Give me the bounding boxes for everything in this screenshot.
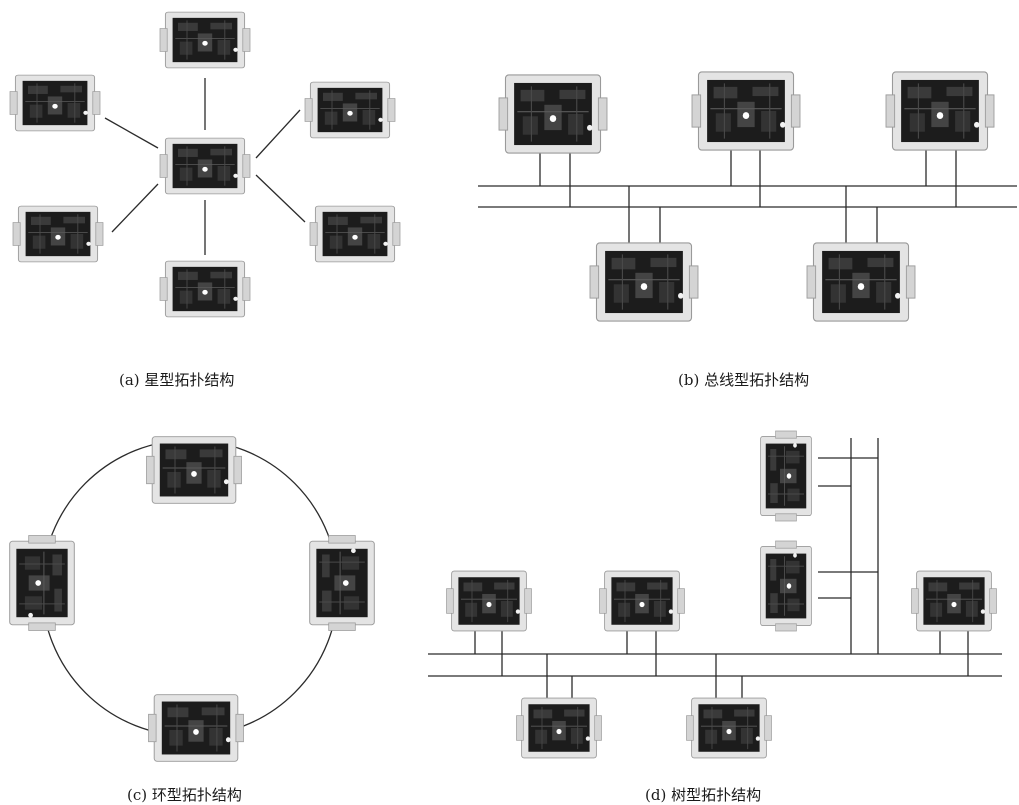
star-device-lower-left	[13, 206, 103, 262]
tree-topology	[428, 438, 1002, 698]
tree-device-5	[687, 698, 772, 758]
bus-device-5	[807, 243, 915, 321]
star-link-upper-right	[256, 110, 300, 158]
star-device-upper-right	[305, 82, 395, 138]
star-device-bottom	[160, 261, 250, 317]
star-device-hub	[160, 138, 250, 194]
ring-device-top	[147, 437, 242, 504]
bus-topology	[478, 150, 1017, 243]
bus-device-1	[499, 75, 607, 153]
tree-device-4	[517, 698, 602, 758]
star-link-upper-left	[105, 118, 158, 148]
caption-star: (a) 星型拓扑结构	[119, 369, 234, 390]
ring-device-right	[310, 536, 375, 631]
star-link-lower-right	[256, 175, 305, 222]
tree-device-1	[447, 571, 532, 631]
ring-device-bottom	[149, 695, 244, 762]
star-device-top	[160, 12, 250, 68]
tree-device-trunk-upper	[761, 431, 812, 521]
tree-device-trunk-lower	[761, 541, 812, 631]
bus-device-2	[692, 72, 800, 150]
tree-device-3	[912, 571, 997, 631]
star-device-upper-left	[10, 75, 100, 131]
caption-ring: (c) 环型拓扑结构	[127, 784, 242, 805]
bus-device-3	[886, 72, 994, 150]
ring-device-left	[10, 536, 75, 631]
caption-bus: (b) 总线型拓扑结构	[678, 369, 809, 390]
star-device-lower-right	[310, 206, 400, 262]
bus-device-4	[590, 243, 698, 321]
tree-device-2	[600, 571, 685, 631]
caption-tree: (d) 树型拓扑结构	[645, 784, 761, 805]
star-link-lower-left	[112, 184, 158, 232]
